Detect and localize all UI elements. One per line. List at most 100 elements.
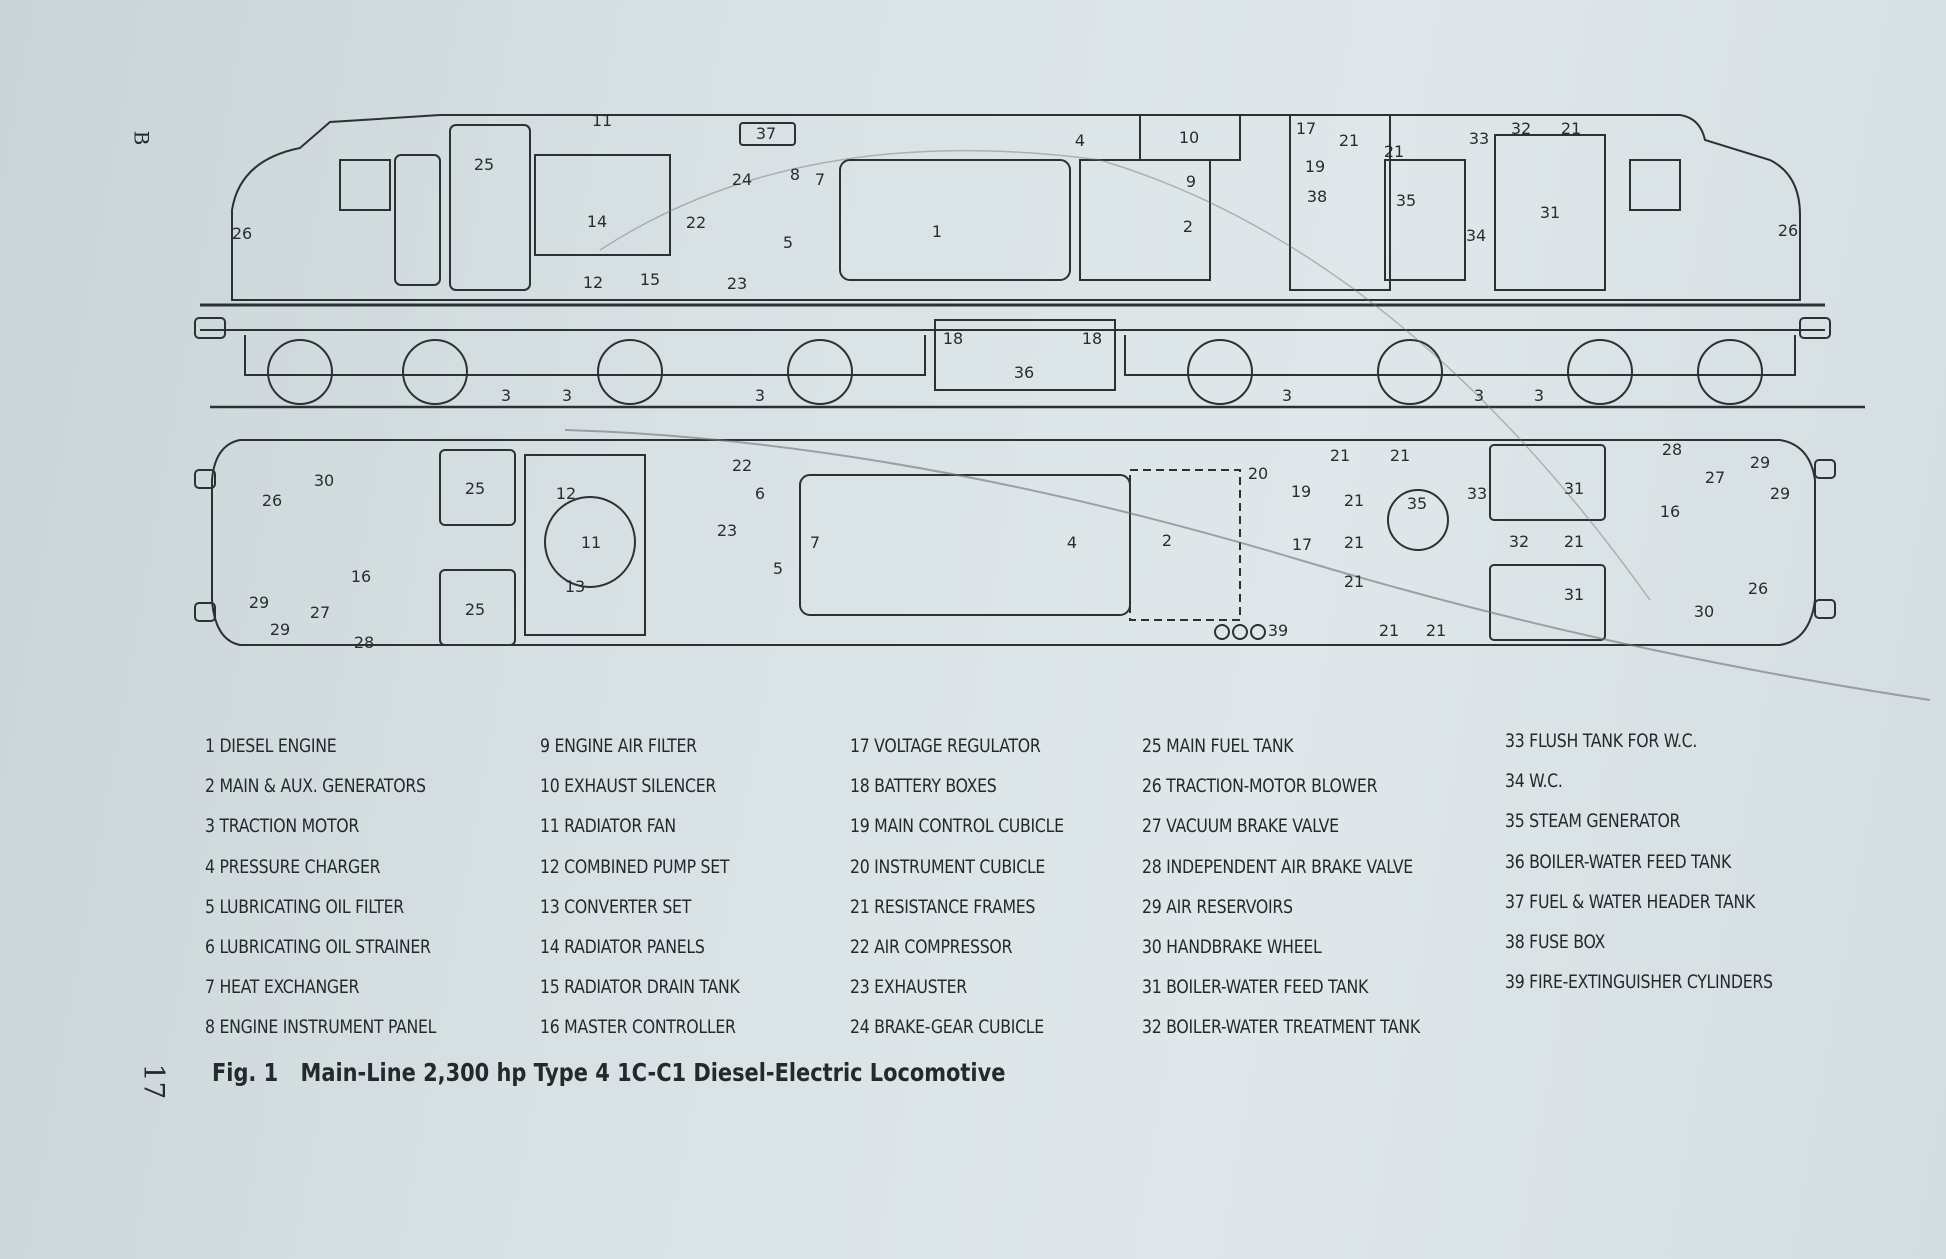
side-callout-2: 2 (1183, 217, 1193, 236)
side-callout-3: 3 (1534, 386, 1544, 405)
legend-item: 22 AIR COMPRESSOR (850, 935, 1013, 958)
plan-callout-29: 29 (270, 620, 290, 639)
plan-callout-29: 29 (249, 593, 269, 612)
side-callout-38: 38 (1307, 187, 1327, 206)
legend-item: 29 AIR RESERVOIRS (1142, 895, 1293, 918)
side-callout-8: 8 (790, 165, 800, 184)
side-callout-14: 14 (587, 212, 607, 231)
plan-radiator (524, 454, 646, 636)
plan-callout-7: 7 (810, 533, 820, 552)
radiator-box (534, 154, 671, 256)
legend-item: 10 EXHAUST SILENCER (540, 775, 717, 798)
legend-item: 7 HEAT EXCHANGER (205, 976, 360, 999)
fire-extinguisher-cylinders (1214, 624, 1266, 640)
bogie-right (1124, 335, 1796, 376)
plan-callout-21: 21 (1344, 491, 1364, 510)
side-callout-3: 3 (501, 386, 511, 405)
side-callout-21: 21 (1339, 131, 1359, 150)
plan-callout-21: 21 (1344, 572, 1364, 591)
legend-item: 35 STEAM GENERATOR (1505, 810, 1681, 833)
legend-item: 25 MAIN FUEL TANK (1142, 735, 1294, 757)
legend-item: 20 INSTRUMENT CUBICLE (850, 855, 1046, 878)
side-callout-37: 37 (756, 124, 776, 143)
side-callout-22: 22 (686, 213, 706, 232)
legend-item: 9 ENGINE AIR FILTER (540, 735, 697, 757)
side-callout-10: 10 (1179, 128, 1199, 147)
plan-callout-16: 16 (351, 567, 371, 586)
plan-feed-tank-upper (1489, 444, 1606, 521)
cab-window-left (339, 159, 391, 211)
legend-item: 34 W.C. (1505, 770, 1563, 793)
battery-box (934, 319, 1116, 391)
side-callout-15: 15 (640, 270, 660, 289)
legend-item: 19 MAIN CONTROL CUBICLE (850, 815, 1064, 838)
side-callout-1: 1 (932, 222, 942, 241)
side-callout-21: 21 (1561, 119, 1581, 138)
plan-callout-28: 28 (1662, 440, 1682, 459)
legend-item: 4 PRESSURE CHARGER (205, 855, 381, 878)
plan-callout-19: 19 (1291, 482, 1311, 501)
legend-item: 18 BATTERY BOXES (850, 775, 997, 798)
legend-item: 2 MAIN & AUX. GENERATORS (205, 775, 426, 798)
plan-callout-32: 32 (1509, 532, 1529, 551)
plan-callout-27: 27 (1705, 468, 1725, 487)
legend-item: 37 FUEL & WATER HEADER TANK (1505, 890, 1756, 913)
plan-callout-21: 21 (1330, 446, 1350, 465)
legend-column-1: 1 DIESEL ENGINE 2 MAIN & AUX. GENERATORS… (205, 735, 456, 1057)
side-callout-21: 21 (1384, 142, 1404, 161)
plan-fuel-tank-upper (439, 449, 516, 526)
plan-body-outline (211, 439, 1816, 646)
side-callout-17: 17 (1296, 119, 1316, 138)
plan-callout-17: 17 (1292, 535, 1312, 554)
side-callout-26: 26 (1778, 221, 1798, 240)
plan-callout-21: 21 (1379, 621, 1399, 640)
plan-callout-21: 21 (1390, 446, 1410, 465)
plan-callout-30: 30 (1694, 602, 1714, 621)
plan-callout-20: 20 (1248, 464, 1268, 483)
plan-callout-23: 23 (717, 521, 737, 540)
legend-item: 36 BOILER-WATER FEED TANK (1505, 850, 1732, 873)
plan-callout-25: 25 (465, 479, 485, 498)
legend-item: 32 BOILER-WATER TREATMENT TANK (1142, 1016, 1420, 1039)
side-callout-25: 25 (474, 155, 494, 174)
plan-callout-39: 39 (1268, 621, 1288, 640)
legend-item: 5 LUBRICATING OIL FILTER (205, 895, 404, 918)
plan-fuel-tank-lower (439, 569, 516, 646)
side-callout-19: 19 (1305, 157, 1325, 176)
plan-callout-26: 26 (262, 491, 282, 510)
legend-item: 26 TRACTION-MOTOR BLOWER (1142, 775, 1378, 798)
legend-item: 8 ENGINE INSTRUMENT PANEL (205, 1016, 437, 1039)
side-callout-12: 12 (583, 273, 603, 292)
legend-item: 11 RADIATOR FAN (540, 815, 676, 838)
plan-steam-generator (1387, 489, 1449, 551)
side-callout-5: 5 (783, 233, 793, 252)
legend-column-4: 25 MAIN FUEL TANK 26 TRACTION-MOTOR BLOW… (1142, 735, 1444, 1057)
legend-item: 21 RESISTANCE FRAMES (850, 895, 1036, 918)
legend-item: 6 LUBRICATING OIL STRAINER (205, 935, 431, 958)
plan-callout-12: 12 (556, 484, 576, 503)
control-cubicle (1289, 114, 1391, 291)
figure-number: Fig. 1 (212, 1058, 279, 1087)
plan-callout-35: 35 (1407, 494, 1427, 513)
plan-callout-33: 33 (1467, 484, 1487, 503)
plan-callout-21: 21 (1426, 621, 1446, 640)
side-elevation (194, 114, 1865, 409)
plan-callout-21: 21 (1564, 532, 1584, 551)
plan-callout-4: 4 (1067, 533, 1077, 552)
side-callout-36: 36 (1014, 363, 1034, 382)
plan-callout-29: 29 (1770, 484, 1790, 503)
plan-callout-28: 28 (354, 633, 374, 652)
legend-item: 30 HANDBRAKE WHEEL (1142, 935, 1322, 958)
side-callout-35: 35 (1396, 191, 1416, 210)
legend-column-2: 9 ENGINE AIR FILTER 10 EXHAUST SILENCER … (540, 735, 757, 1057)
generator-box (1079, 159, 1211, 281)
plan-radiator-fan (544, 496, 636, 588)
plan-callout-25: 25 (465, 600, 485, 619)
legend-item: 38 FUSE BOX (1505, 930, 1605, 953)
page-number: 17 (137, 1063, 171, 1100)
wheels (267, 339, 1763, 405)
buffers-plan (194, 459, 1836, 622)
